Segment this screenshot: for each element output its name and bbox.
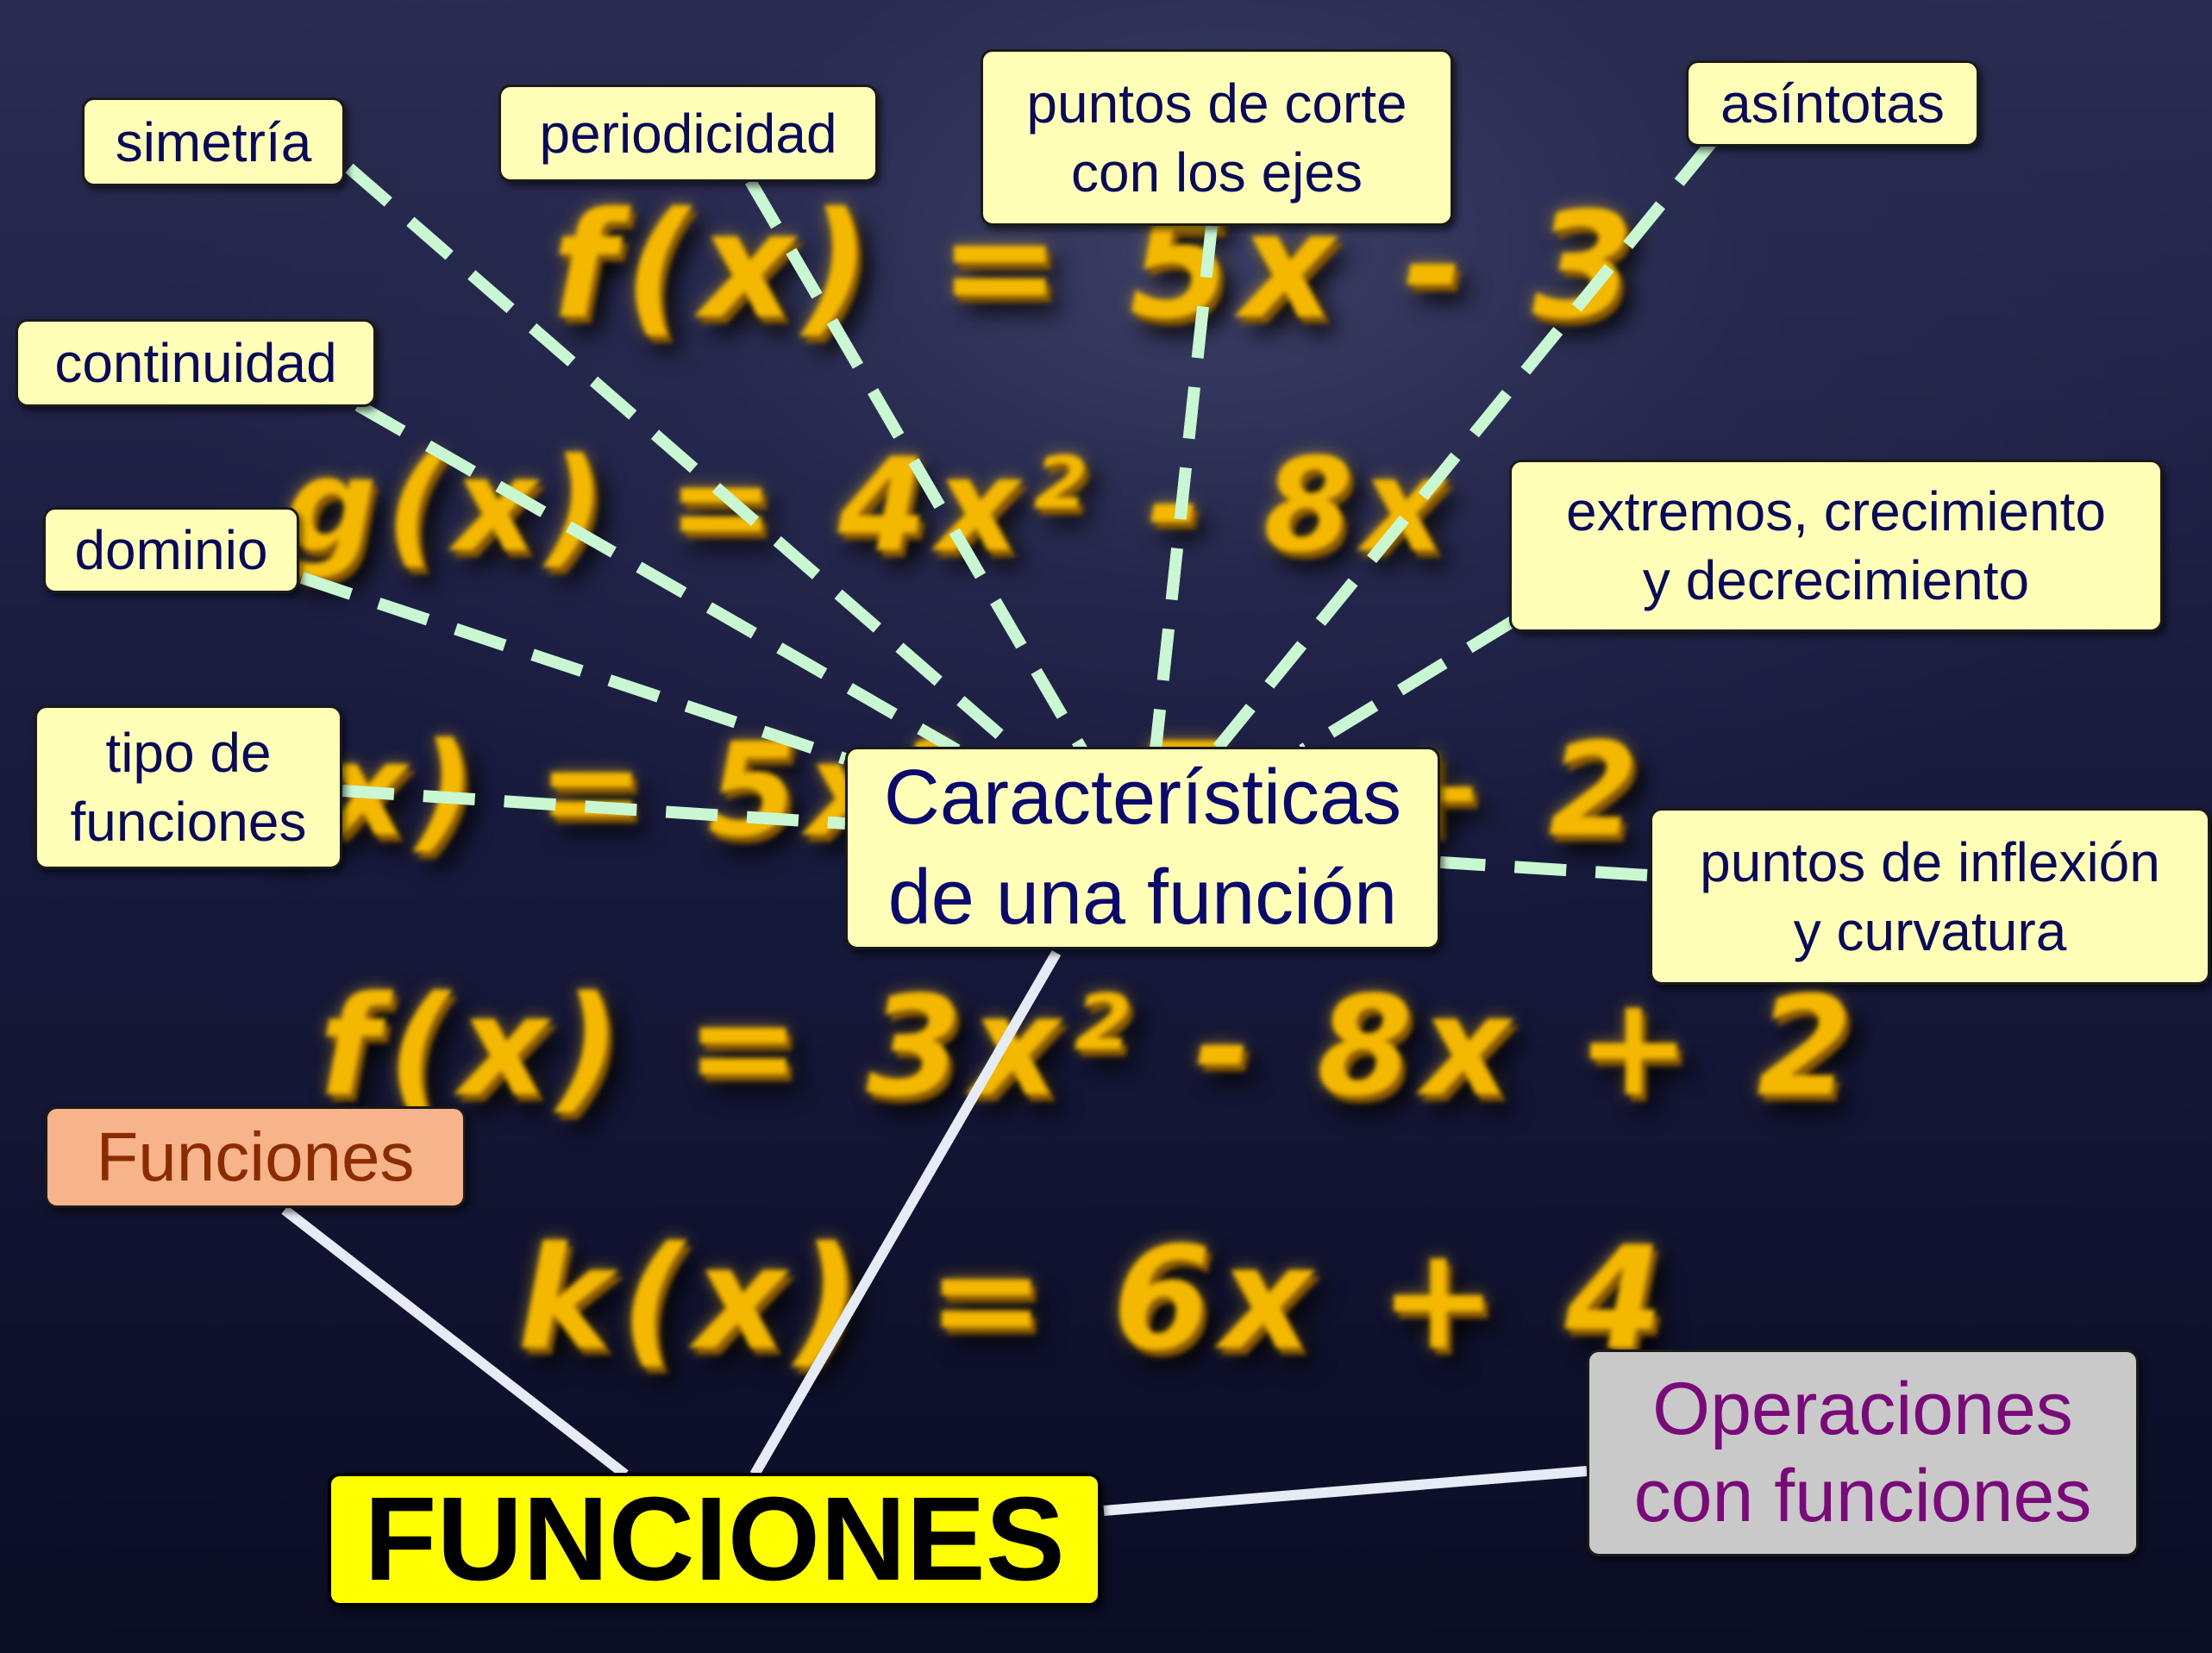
connector-extremos [1299, 616, 1517, 755]
connector-tipo [342, 785, 846, 830]
node-simetria[interactable]: simetría [82, 97, 345, 186]
node-continuidad[interactable]: continuidad [16, 319, 376, 407]
connector-dominio [299, 572, 848, 765]
connector-asintotas [1211, 138, 1717, 754]
root-node[interactable]: FUNCIONES [328, 1473, 1101, 1606]
node-extremos[interactable]: extremos, crecimiento y decrecimiento [1509, 460, 2163, 632]
node-periodicidad[interactable]: periodicidad [498, 85, 878, 182]
node-funciones[interactable]: Funciones [45, 1106, 466, 1208]
connector-funciones-root [281, 1205, 629, 1479]
connector-continuidad [354, 399, 961, 756]
formula-5: k(x) = 6x + 4 [517, 1216, 1673, 1381]
central-topic[interactable]: Características de una función [845, 747, 1440, 949]
node-dominio[interactable]: dominio [43, 507, 299, 593]
node-operaciones-con-funciones[interactable]: Operaciones con funciones [1587, 1349, 2139, 1556]
node-tipo-de-funciones[interactable]: tipo de funciones [34, 705, 342, 869]
connector-operaciones-root [1103, 1466, 1588, 1516]
connector-periodicidad [744, 178, 1088, 754]
connector-inflexion [1439, 856, 1648, 881]
connector-topic-root [749, 949, 1062, 1478]
connector-simetria [345, 163, 1022, 755]
connector-puntos-corte [1150, 225, 1218, 751]
node-asintotas[interactable]: asíntotas [1686, 60, 1979, 147]
node-puntos-de-corte[interactable]: puntos de corte con los ejes [981, 49, 1453, 226]
formula-2: g(x) = 4x² - 8x [285, 431, 1455, 581]
node-puntos-de-inflexion[interactable]: puntos de inflexión y curvatura [1650, 808, 2210, 985]
formula-4: f(x) = 3x² - 8x + 2 [319, 966, 1862, 1127]
